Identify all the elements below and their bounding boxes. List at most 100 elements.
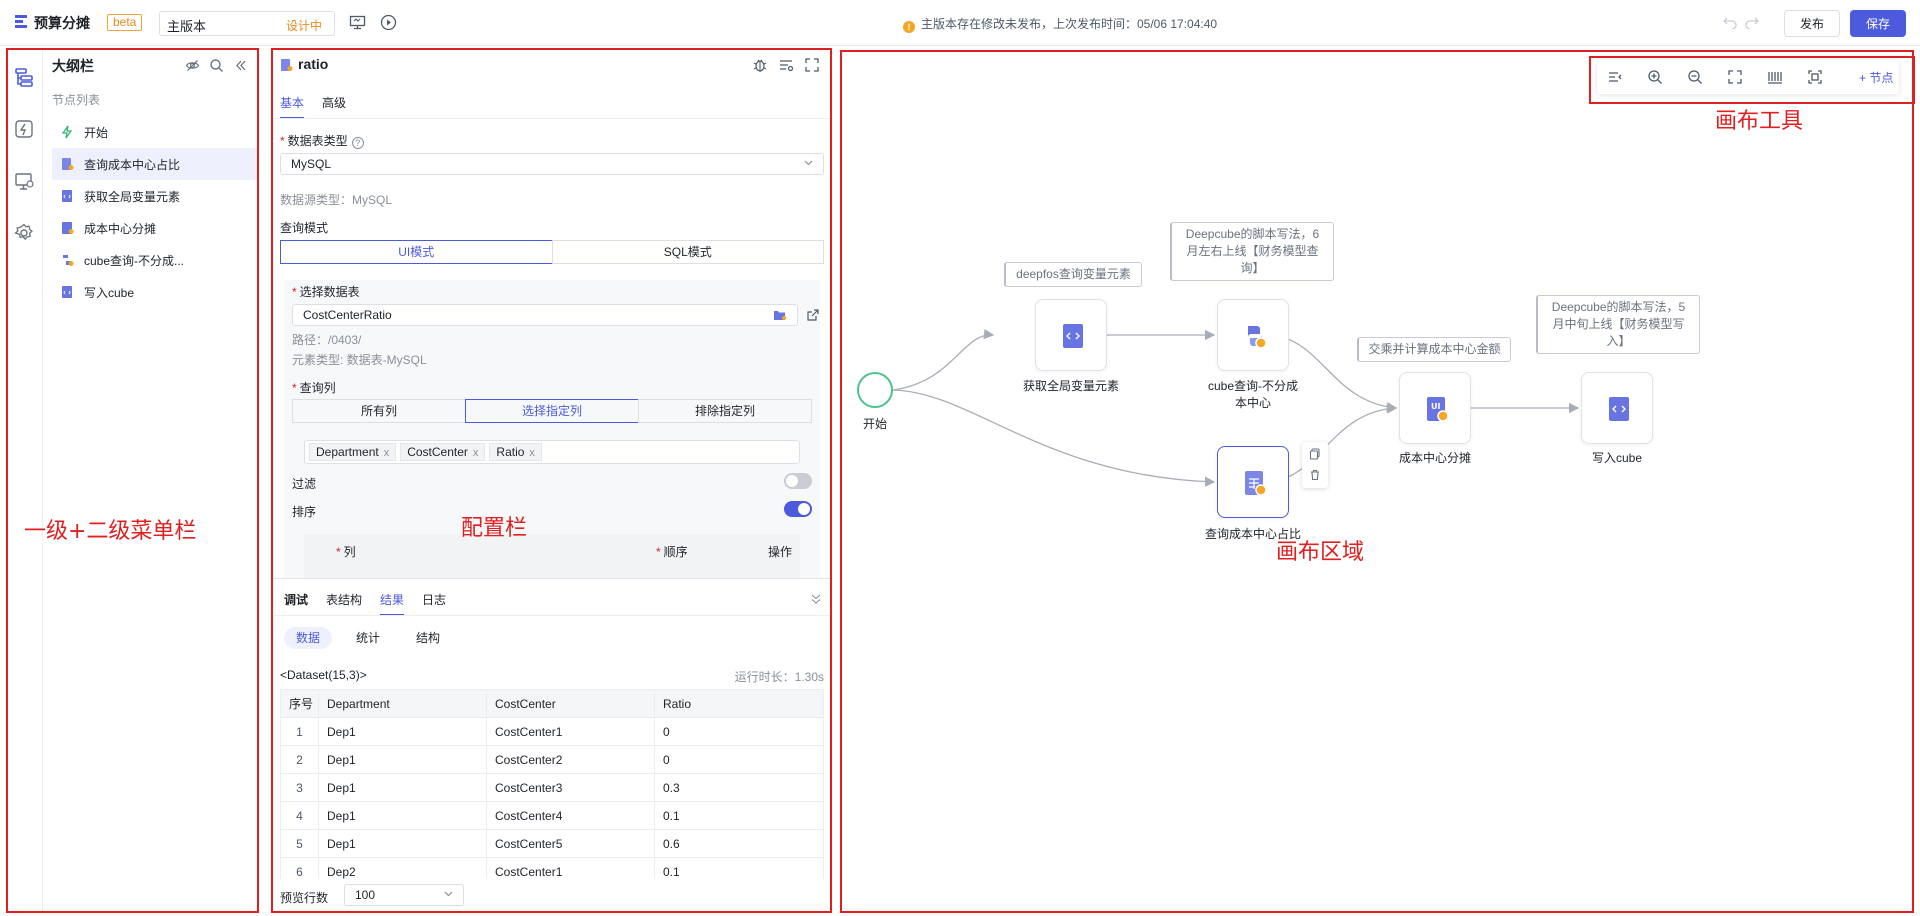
zoom-in-icon[interactable] — [1647, 69, 1663, 85]
search-icon[interactable] — [209, 58, 224, 73]
outline-item-cube-query[interactable]: cube查询-不分成... — [52, 244, 258, 276]
query-mode-sql[interactable]: SQL模式 — [551, 240, 824, 264]
copy-icon[interactable] — [1309, 448, 1321, 460]
node-ratio[interactable] — [1217, 446, 1289, 518]
outline-item-global-var[interactable]: 获取全局变量元素 — [52, 180, 258, 212]
pill-stats[interactable]: 统计 — [356, 631, 381, 645]
col-mode-exclude[interactable]: 排除指定列 — [638, 399, 812, 423]
bug-debug-icon[interactable] — [752, 57, 768, 73]
comment-allocate[interactable]: 交乘并计算成本中心金额 — [1357, 337, 1511, 362]
cell-index: 4 — [280, 801, 319, 830]
cell-costcenter: CostCenter2 — [486, 745, 655, 774]
start-node[interactable] — [857, 372, 893, 408]
col-header-index: 序号 — [280, 689, 319, 718]
node-allocate[interactable]: UI — [1399, 372, 1471, 444]
outline-item-label: 查询成本中心占比 — [84, 157, 181, 172]
add-node-button[interactable]: + 节点 — [1859, 71, 1894, 85]
tab-debug[interactable]: 调试 — [284, 593, 309, 607]
node-global-var[interactable] — [1035, 299, 1107, 371]
tab-advanced[interactable]: 高级 — [322, 96, 347, 110]
auto-layout-icon[interactable] — [1767, 69, 1783, 85]
node-cube-query[interactable] — [1217, 299, 1289, 371]
redo-icon[interactable] — [1744, 15, 1760, 29]
cell-ratio: 0.3 — [654, 773, 824, 802]
run-play-icon[interactable] — [380, 14, 397, 31]
zoom-out-icon[interactable] — [1687, 69, 1703, 85]
flow-canvas[interactable]: + 节点 开始 deepfos查询变量元素 获取全局变量元素 Deepcube的… — [843, 52, 1913, 910]
pill-data[interactable]: 数据 — [284, 627, 333, 649]
script-node-icon — [1609, 397, 1629, 421]
list-settings-icon[interactable] — [778, 57, 794, 73]
datasource-type-select[interactable]: MySQL — [280, 153, 824, 175]
tag-remove-icon[interactable]: x — [383, 447, 390, 459]
outline-item-ratio[interactable]: 查询成本中心占比 — [52, 148, 258, 180]
node-write-cube[interactable] — [1581, 372, 1653, 444]
debug-tabs: 调试 表结构 结果 日志 — [284, 591, 446, 616]
node-list-label: 节点列表 — [52, 93, 101, 107]
screenshot-focus-icon[interactable] — [1807, 69, 1823, 85]
tab-result[interactable]: 结果 — [380, 591, 405, 616]
preview-rows-select[interactable]: 100 — [344, 884, 464, 906]
function-icon[interactable] — [13, 118, 35, 140]
python-node-icon — [63, 255, 74, 266]
tab-schema[interactable]: 表结构 — [326, 593, 363, 607]
sort-switch[interactable] — [784, 501, 812, 517]
gear-icon[interactable] — [13, 222, 35, 244]
trash-icon[interactable] — [1309, 469, 1321, 481]
outline-item-write-cube[interactable]: 写入cube — [52, 276, 258, 308]
cell-ratio: 0.6 — [654, 829, 824, 858]
preview-monitor-icon[interactable] — [349, 14, 366, 31]
select-table-input[interactable]: CostCenterRatio — [292, 304, 798, 326]
collapse-down-icon[interactable] — [810, 593, 822, 605]
open-external-icon[interactable] — [805, 307, 821, 323]
help-icon[interactable]: ? — [351, 137, 364, 149]
sort-order-header-text: 顺序 — [663, 545, 688, 559]
publish-button[interactable]: 发布 — [1784, 10, 1840, 37]
debug-tabs-divider — [274, 615, 830, 616]
edge-start-globalvar — [892, 328, 995, 391]
comment-write-cube[interactable]: Deepcube的脚本写法，5 月中旬上线【财务模型写 入】 — [1536, 295, 1700, 354]
fit-view-icon[interactable] — [1727, 69, 1743, 85]
filter-switch[interactable] — [784, 473, 812, 489]
version-selector[interactable]: 主版本 设计中 — [159, 11, 335, 36]
sort-label: 排序 — [292, 505, 317, 519]
col-mode-select[interactable]: 选择指定列 — [465, 399, 639, 423]
filter-label: 过滤 — [292, 477, 317, 491]
collapse-double-chevron-icon[interactable] — [233, 58, 248, 73]
monitor-icon[interactable] — [13, 170, 35, 192]
table-node-icon — [281, 59, 293, 71]
pill-structure[interactable]: 结构 — [416, 631, 441, 645]
outline-item-label: 写入cube — [84, 285, 135, 300]
eye-hide-icon[interactable] — [185, 58, 200, 73]
tab-log[interactable]: 日志 — [422, 593, 447, 607]
select-table-label-text: 选择数据表 — [299, 285, 360, 299]
outline-tree-icon[interactable] — [13, 66, 35, 88]
result-view-switch: 数据 统计 结构 — [284, 627, 452, 649]
canvas-toolbar: + 节点 — [1597, 60, 1899, 94]
tag-remove-icon[interactable]: x — [472, 447, 479, 459]
fullscreen-icon[interactable] — [804, 57, 820, 73]
outline-item-allocate[interactable]: 成本中心分摊 — [52, 212, 258, 244]
cell-index: 3 — [280, 773, 319, 802]
query-mode-ui[interactable]: UI模式 — [280, 240, 553, 264]
chevron-down-icon — [444, 891, 453, 897]
col-mode-all[interactable]: 所有列 — [292, 399, 466, 423]
ui-node-icon: UI — [1427, 397, 1449, 422]
tag-remove-icon[interactable]: x — [529, 447, 535, 459]
outline-item-start[interactable]: 开始 — [52, 116, 258, 148]
preview-rows-label: 预览行数 — [280, 891, 329, 905]
collapse-list-icon[interactable] — [1607, 69, 1623, 85]
preview-bar: 预览行数 100 — [274, 879, 830, 911]
node-label-ratio: 查询成本中心占比 — [1204, 527, 1301, 541]
tab-basic[interactable]: 基本 — [280, 94, 305, 119]
comment-cube-query[interactable]: Deepcube的脚本写法，6 月左右上线【财务模型查 询】 — [1170, 222, 1334, 281]
comment-global-var[interactable]: deepfos查询变量元素 — [1004, 262, 1142, 287]
save-button[interactable]: 保存 — [1850, 10, 1906, 37]
folder-icon[interactable] — [773, 309, 787, 321]
undo-icon[interactable] — [1722, 15, 1738, 29]
annotation-label-canvas: 画布区域 — [1276, 540, 1365, 565]
runtime-label: 运行时长：1.30s — [734, 670, 824, 684]
